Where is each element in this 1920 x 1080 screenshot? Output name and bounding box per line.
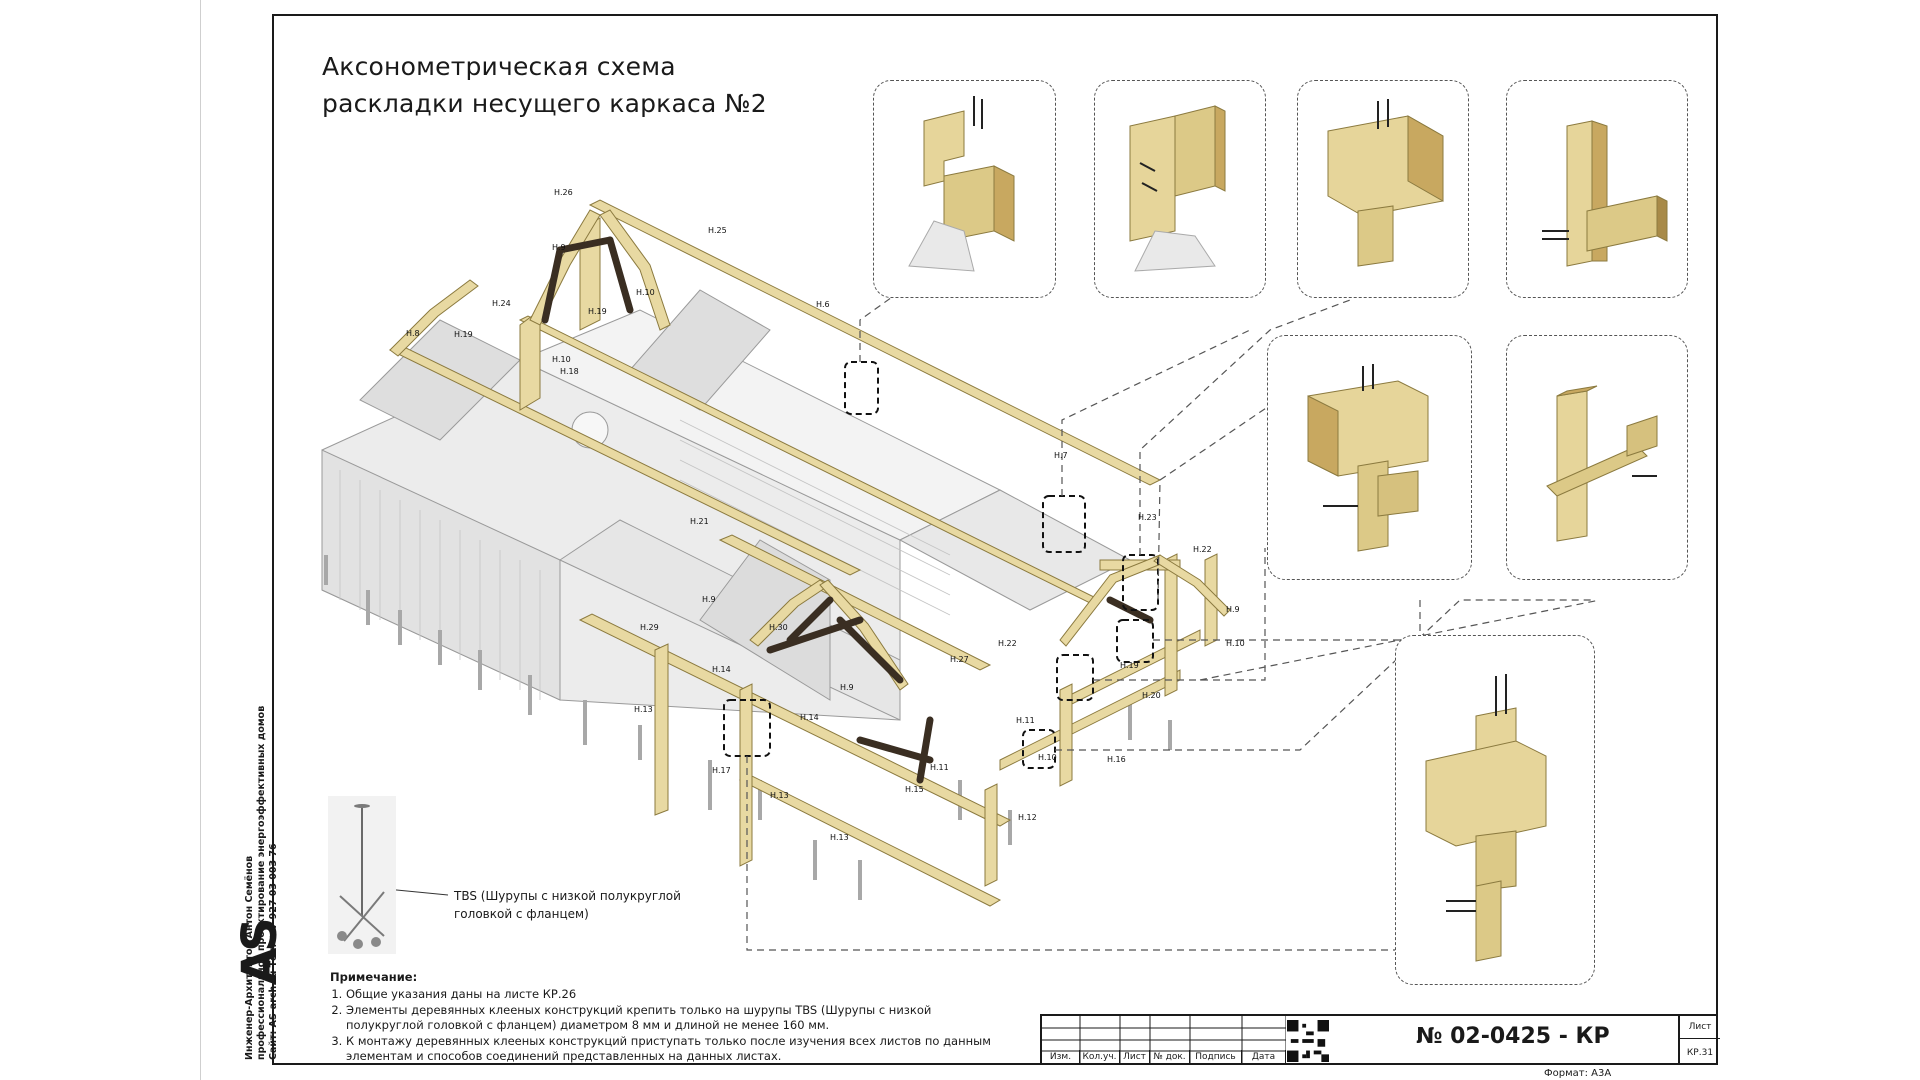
note-item: К монтажу деревянных клееных конструкций… xyxy=(346,1034,1010,1064)
member-label: Н.13 xyxy=(770,791,789,800)
col-date: Дата xyxy=(1242,1050,1286,1065)
screw-caption: TBS (Шурупы с низкой полукруглой головко… xyxy=(454,887,681,923)
member-label: Н.8 xyxy=(406,329,420,338)
joint-illustration xyxy=(1425,674,1547,962)
screw-caption-line-2: головкой с фланцем) xyxy=(454,907,589,921)
screw-caption-line-1: TBS (Шурупы с низкой полукруглой xyxy=(454,889,681,903)
member-label: Н.26 xyxy=(554,188,573,197)
member-labels: Н.26 Н.25 Н.9 Н.10 Н.24 Н.19 Н.8 Н.19 Н.… xyxy=(406,188,1245,842)
member-label: Н.6 xyxy=(816,300,830,309)
member-label: Н.13 xyxy=(634,705,653,714)
member-label: Н.11 xyxy=(1016,716,1035,725)
col-signature: Подпись xyxy=(1190,1050,1242,1065)
revision-headers: Изм. Кол.уч. Лист № док. Подпись Дата xyxy=(1042,1016,1286,1065)
joint-detail-6 xyxy=(1506,335,1688,580)
title-line-2: раскладки несущего каркаса №2 xyxy=(322,89,767,118)
member-label: Н.19 xyxy=(1120,661,1139,670)
member-label: Н.10 xyxy=(1038,753,1057,762)
member-label: Н.30 xyxy=(769,623,788,632)
member-label: Н.19 xyxy=(588,307,607,316)
paper-format: Формат: А3А xyxy=(1544,1068,1612,1079)
sheet-divider xyxy=(1680,1038,1720,1039)
member-label: Н.7 xyxy=(1054,451,1068,460)
member-label: Н.27 xyxy=(950,655,969,664)
member-label: Н.17 xyxy=(712,766,731,775)
sheet-label: Лист xyxy=(1688,1022,1712,1032)
joint-illustration xyxy=(1129,105,1226,272)
drawing-title: Аксонометрическая схема раскладки несуще… xyxy=(322,48,767,122)
member-label: Н.25 xyxy=(708,226,727,235)
joint-detail-2 xyxy=(1094,80,1266,298)
member-label: Н.16 xyxy=(1107,755,1126,764)
title-line-1: Аксонометрическая схема xyxy=(322,52,676,81)
title-block: Изм. Кол.уч. Лист № док. Подпись Дата № … xyxy=(1040,1014,1720,1065)
note-item: Элементы деревянных клееных конструкций … xyxy=(346,1003,1010,1033)
member-label: Н.9 xyxy=(702,595,716,604)
member-label: Н.12 xyxy=(1018,813,1037,822)
building-walls xyxy=(321,289,1132,721)
joint-detail-5 xyxy=(1267,335,1472,580)
joint-detail-4 xyxy=(1506,80,1688,298)
member-label: Н.29 xyxy=(640,623,659,632)
member-label: Н.23 xyxy=(1138,513,1157,522)
member-label: Н.13 xyxy=(830,833,849,842)
member-label: Н.22 xyxy=(998,639,1017,648)
member-label: Н.9 xyxy=(840,683,854,692)
member-label: Н.9 xyxy=(1226,605,1240,614)
joint-detail-1 xyxy=(873,80,1056,298)
sheet-number: КР.31 xyxy=(1686,1048,1714,1058)
member-label: Н.10 xyxy=(1226,639,1245,648)
col-change: Изм. xyxy=(1042,1050,1080,1065)
joint-illustration xyxy=(908,96,1015,272)
piles xyxy=(324,555,1172,900)
member-label: Н.22 xyxy=(1193,545,1212,554)
note-item: Общие указания даны на листе КР.26 xyxy=(346,987,1010,1002)
document-code: № 02-0425 - КР xyxy=(1416,1024,1610,1049)
member-label: Н.14 xyxy=(800,713,819,722)
joint-illustration xyxy=(1307,364,1429,552)
sheet-box: Лист КР.31 xyxy=(1678,1016,1720,1065)
member-label: Н.11 xyxy=(930,763,949,772)
member-label: Н.21 xyxy=(690,517,709,526)
timber-members xyxy=(388,199,1231,907)
title-block-grid xyxy=(1042,1016,1286,1065)
member-label: Н.20 xyxy=(1142,691,1161,700)
col-sheet: Лист xyxy=(1120,1050,1150,1065)
tbs-screw-icon xyxy=(337,804,385,949)
wall-grid xyxy=(339,419,951,700)
screw-image xyxy=(328,796,396,954)
member-label: Н.14 xyxy=(712,665,731,674)
joint-detail-3 xyxy=(1297,80,1469,298)
notes-heading: Примечание: xyxy=(330,970,418,984)
member-label: Н.24 xyxy=(492,299,511,308)
notes-section: Примечание: Общие указания даны на листе… xyxy=(330,970,1010,1065)
col-quantity: Кол.уч. xyxy=(1080,1050,1120,1065)
member-label: Н.18 xyxy=(560,367,579,376)
col-doc-number: № док. xyxy=(1150,1050,1190,1065)
drawing-frame xyxy=(272,14,1718,1065)
leader-lines xyxy=(746,294,1601,951)
joint-illustration xyxy=(1327,99,1444,267)
member-label: Н.15 xyxy=(905,785,924,794)
notes-list: Общие указания даны на листе КР.26 Элеме… xyxy=(330,987,1010,1064)
member-label: Н.10 xyxy=(636,288,655,297)
joint-detail-7 xyxy=(1395,635,1595,985)
qr-code-icon xyxy=(1287,1020,1329,1062)
binding-margin-line xyxy=(200,0,201,1080)
member-label: Н.9 xyxy=(552,243,566,252)
dark-braces xyxy=(541,236,1154,784)
callout-markers xyxy=(723,361,1159,769)
joint-illustration xyxy=(1546,385,1658,542)
member-label: Н.19 xyxy=(454,330,473,339)
member-label: Н.10 xyxy=(552,355,571,364)
joint-illustration xyxy=(1542,120,1668,267)
